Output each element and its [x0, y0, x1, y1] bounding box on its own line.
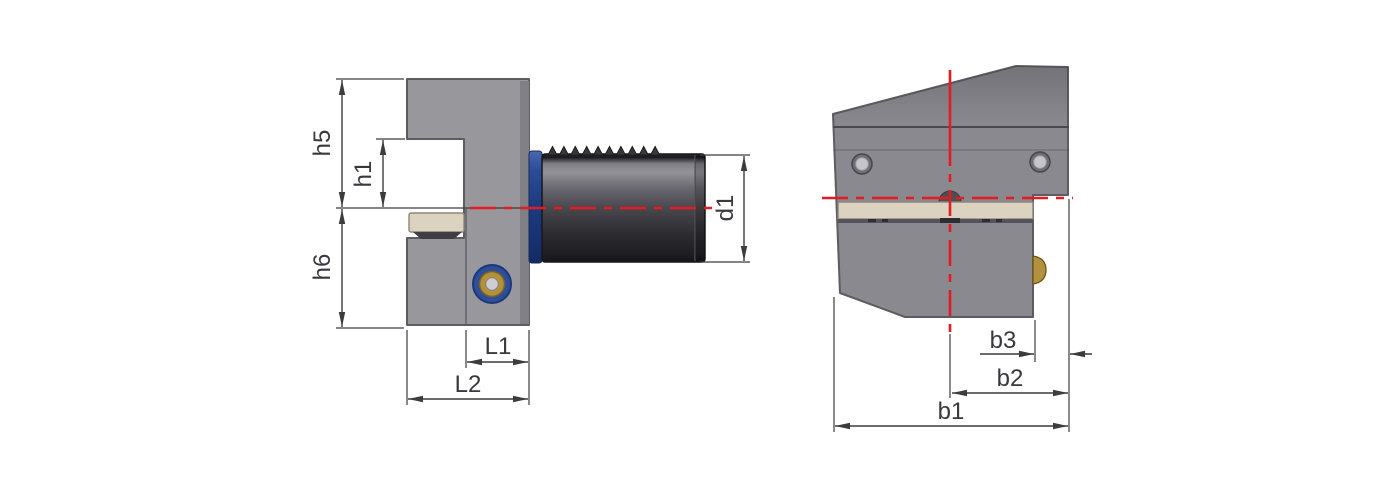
dimension-b3: b3 [980, 199, 1092, 432]
dimension-label-b2: b2 [997, 365, 1024, 392]
shank-end-face [695, 154, 705, 262]
clamp-strip-front [837, 201, 1034, 220]
front-view: b3 b2 b1 [822, 65, 1092, 432]
insert-serration-shadow [413, 232, 462, 239]
dimension-label-d1: d1 [712, 195, 739, 222]
dimension-d1: d1 [700, 154, 750, 263]
dimension-b1: b1 [833, 297, 1068, 432]
clamp-insert [408, 212, 465, 233]
dimension-label-L2: L2 [455, 371, 482, 398]
front-screw-right [1029, 151, 1051, 173]
dimension-label-b3: b3 [990, 327, 1017, 354]
dimension-L1: L1 [465, 330, 530, 405]
brass-side-screw [1032, 255, 1047, 285]
shank-thread-teeth [547, 145, 661, 156]
dimension-b2: b2 [949, 334, 1068, 398]
clamp-strip-serrations [868, 218, 1002, 223]
set-screw [472, 264, 512, 304]
dimension-h5: h5 [309, 78, 404, 207]
front-screw-left [851, 153, 873, 175]
dimension-label-L1: L1 [485, 333, 512, 360]
side-view: h5 h1 h6 d1 L1 [309, 78, 750, 405]
dimension-L2: L2 [406, 330, 528, 405]
dimension-h6: h6 [309, 209, 404, 329]
dimension-h1: h1 [350, 138, 405, 207]
dimension-label-b1: b1 [938, 398, 965, 425]
clamp-strip-shadow [838, 219, 1033, 223]
vdi-shank [541, 145, 706, 263]
dimension-label-h5: h5 [309, 130, 336, 157]
dimension-label-h1: h1 [350, 161, 377, 188]
holder-body-edge-shading [520, 81, 529, 324]
dimension-label-h6: h6 [309, 254, 336, 281]
